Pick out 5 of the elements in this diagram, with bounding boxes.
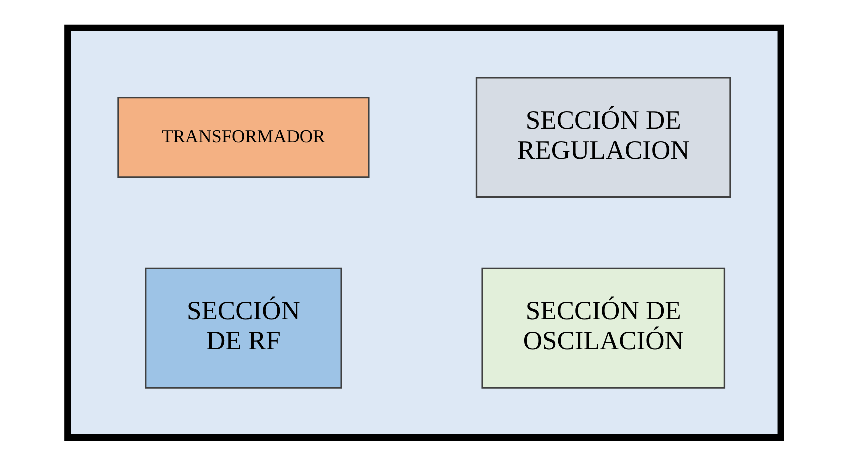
node-box: SECCIÓN DE OSCILACIÓN — [482, 268, 726, 389]
node-box: SECCIÓN DE RF — [145, 268, 342, 389]
cluster — [64, 24, 784, 442]
node-box: SECCIÓN DE REGULACION — [476, 77, 732, 198]
node-box: TRANSFORMADOR — [118, 97, 370, 178]
